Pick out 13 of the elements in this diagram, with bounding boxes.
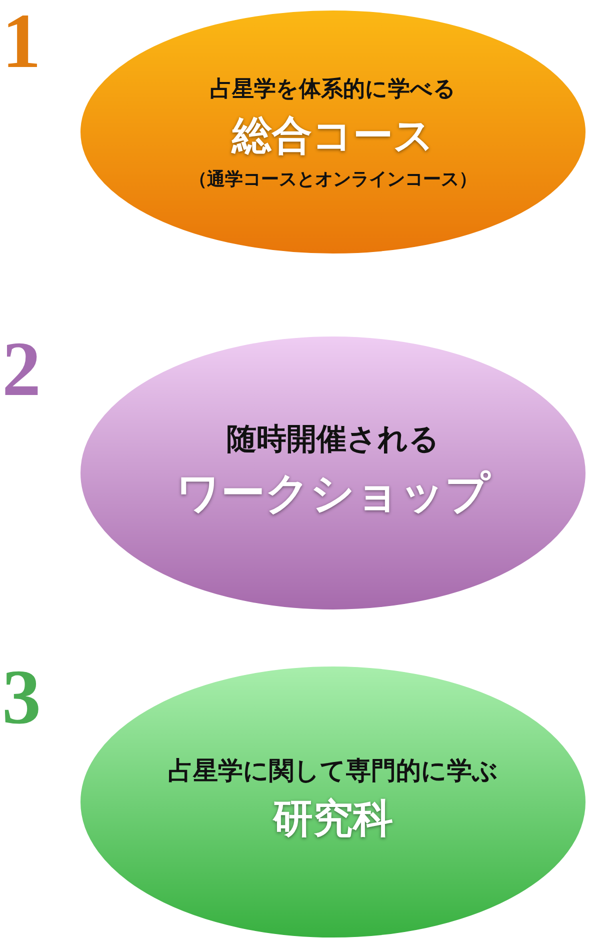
course-ellipse xyxy=(78,664,588,940)
course-description: 占星学に関して専門的に学ぶ xyxy=(168,755,498,787)
course-title: ワークショップ xyxy=(176,467,490,521)
step-number: 2 xyxy=(2,330,41,408)
step-number: 3 xyxy=(2,658,41,736)
course-title: 研究科 xyxy=(273,794,393,844)
course-description: 占星学を体系的に学べる xyxy=(210,74,456,104)
course-description: 随時開催される xyxy=(226,421,440,459)
course-description: （通学コースとオンラインコース） xyxy=(189,168,477,190)
course-ellipse xyxy=(78,8,588,256)
course-ellipse xyxy=(78,334,588,612)
course-title: 総合コース xyxy=(232,110,434,160)
step-number: 1 xyxy=(2,2,41,80)
